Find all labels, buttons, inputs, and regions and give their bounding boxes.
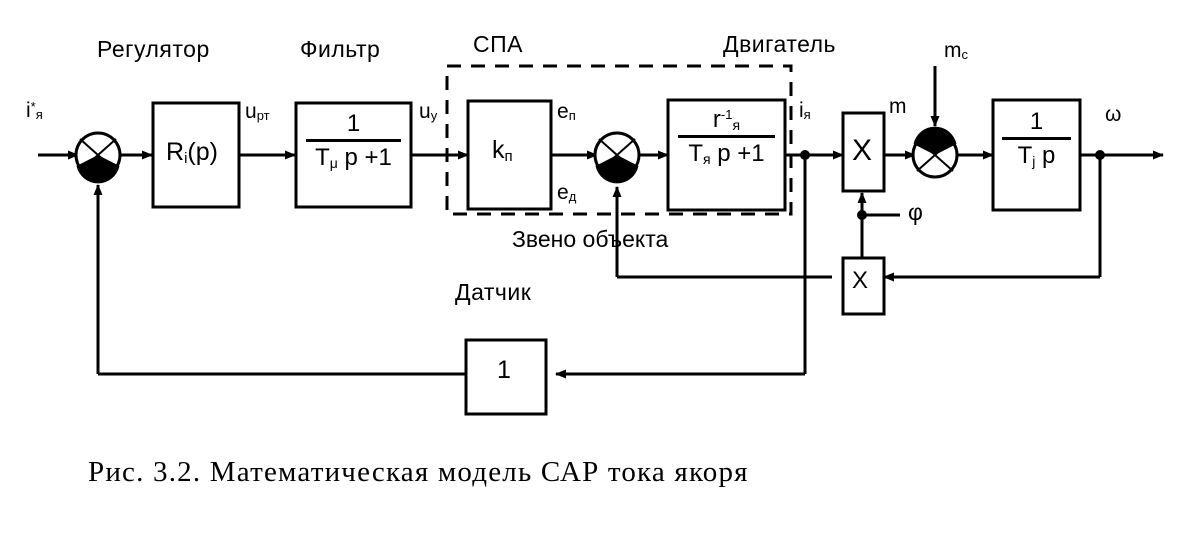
regulator-subscript: i — [184, 150, 188, 167]
filter-denominator: Tμ p +1 — [306, 142, 401, 171]
signal-label-armature-current: iя — [799, 100, 811, 121]
junction-dots — [800, 150, 1105, 220]
summing-junction-torque — [911, 126, 959, 179]
filter-den-sub: μ — [329, 155, 338, 171]
block-multiplier-bottom — [841, 256, 886, 316]
integrator-den-t: T — [1017, 142, 1033, 169]
dot-speed-tap — [1095, 150, 1105, 160]
block-label-motor: r-1я Tя p +1 — [678, 108, 775, 166]
integrator-den-sub: j — [1032, 153, 1036, 169]
motor-num-r: r — [712, 106, 721, 133]
filter-fraction-bar — [306, 139, 401, 142]
motor-emf-base: e — [557, 181, 569, 204]
block-label-multiplier-top: X — [852, 134, 873, 167]
summing-junction-error — [74, 131, 122, 184]
integrator-den-rest: p — [1035, 142, 1056, 169]
section-title-motor: Двигатель — [723, 31, 837, 57]
block-label-spa-gain: kп — [492, 136, 513, 165]
integrator-numerator: 1 — [1029, 108, 1044, 135]
filter-den-t: T — [315, 144, 330, 171]
spa-gain-subscript: п — [504, 148, 513, 165]
motor-den-t: T — [688, 140, 704, 167]
signal-label-filter-out: uу — [419, 101, 437, 122]
armature-current-base: i — [799, 99, 804, 122]
regulator-symbol: R — [166, 138, 185, 166]
motor-num-sup: -1 — [720, 107, 733, 122]
block-regulator — [151, 101, 241, 209]
section-title-regulator: Регулятор — [97, 36, 210, 62]
block-label-integrator: 1 Tj p — [1002, 110, 1071, 168]
integrator-fraction-bar — [1002, 137, 1071, 140]
filter-out-base: u — [419, 100, 431, 123]
block-label-regulator: Ri(p) — [166, 138, 218, 167]
motor-emf-sub: д — [568, 189, 577, 204]
block-label-sensor: 1 — [497, 356, 511, 384]
load-torque-sub: с — [961, 47, 969, 62]
signal-wires — [38, 66, 1164, 379]
block-label-multiplier-bottom: X — [852, 267, 869, 294]
object-link-dashed-box — [445, 64, 793, 216]
reference-base: i — [26, 99, 31, 122]
filter-numerator: 1 — [346, 110, 361, 137]
block-multiplier-top — [841, 111, 886, 193]
block-spa-gain — [466, 99, 553, 211]
spa-gain-symbol: k — [492, 136, 505, 164]
regulator-suffix: (p) — [187, 138, 218, 166]
section-title-sensor: Датчик — [455, 279, 532, 305]
block-motor — [666, 98, 787, 212]
converter-emf-sub: п — [568, 108, 576, 123]
signal-label-flux: φ — [908, 199, 923, 225]
function-blocks — [151, 98, 1082, 416]
block-filter — [294, 101, 413, 209]
motor-fraction-bar — [678, 135, 775, 138]
block-label-filter: 1 Tμ p +1 — [306, 112, 401, 170]
signal-label-load-torque: mс — [944, 40, 968, 61]
regulator-out-base: u — [245, 100, 257, 123]
armature-current-sub: я — [803, 107, 811, 122]
object-link-label: Звено объекта — [512, 226, 669, 252]
dot-current-tap — [800, 150, 810, 160]
load-torque-base: m — [944, 39, 962, 62]
motor-num-sub: я — [732, 117, 741, 133]
converter-emf-base: e — [557, 100, 569, 123]
reference-sub: я — [35, 107, 43, 122]
motor-denominator: Tя p +1 — [678, 138, 775, 167]
dot-flux-tap — [857, 210, 867, 220]
regulator-out-sub: рт — [256, 108, 270, 123]
section-title-filter: Фильтр — [300, 36, 381, 62]
summing-junction-emf — [593, 131, 641, 184]
signal-label-regulator-out: uрт — [245, 101, 270, 122]
filter-den-rest: p +1 — [337, 144, 392, 171]
reference-sup: * — [30, 99, 36, 114]
motor-numerator: r-1я — [678, 108, 775, 135]
section-title-spa: СПА — [473, 31, 523, 57]
signal-label-torque: m — [889, 95, 907, 118]
motor-den-rest: p +1 — [710, 140, 765, 167]
signal-label-reference: i*я — [26, 100, 43, 121]
figure-caption: Рис. 3.2. Математическая модель САР тока… — [88, 456, 749, 488]
block-integrator — [991, 98, 1082, 212]
signal-label-motor-emf: eд — [557, 182, 576, 203]
filter-out-sub: у — [430, 108, 438, 123]
motor-den-sub: я — [703, 151, 711, 167]
integrator-denominator: Tj p — [1002, 140, 1071, 169]
signal-label-speed: ω — [1105, 103, 1122, 126]
block-sensor — [464, 338, 548, 416]
signal-label-converter-emf: eп — [557, 101, 576, 122]
